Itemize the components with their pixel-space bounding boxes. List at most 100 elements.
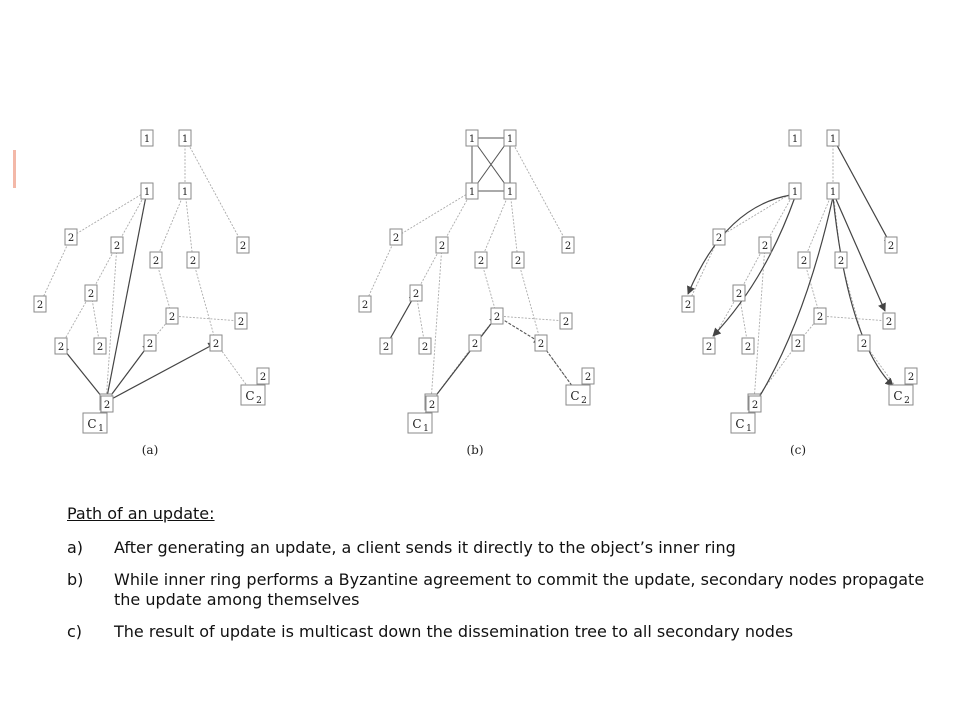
secondary-node: 2 bbox=[165, 307, 179, 325]
svg-text:C: C bbox=[245, 389, 254, 403]
tree-edge bbox=[184, 137, 244, 246]
propagation-arrow bbox=[430, 315, 498, 403]
svg-text:2: 2 bbox=[886, 317, 892, 328]
inner-ring-node: 1 bbox=[788, 129, 802, 147]
svg-text:C: C bbox=[893, 389, 902, 403]
svg-text:2: 2 bbox=[745, 342, 751, 353]
secondary-node: 2 bbox=[143, 334, 157, 352]
step-marker: c) bbox=[67, 622, 83, 641]
secondary-node: 2 bbox=[791, 334, 805, 352]
tree-edge bbox=[803, 259, 821, 317]
step-marker: a) bbox=[67, 538, 84, 557]
tree-edge bbox=[364, 236, 397, 305]
tree-edge bbox=[39, 236, 72, 305]
svg-text:2: 2 bbox=[494, 312, 500, 323]
multicast-arrow bbox=[712, 196, 796, 337]
caption-heading: Path of an update: bbox=[67, 504, 215, 523]
secondary-node: 2 bbox=[379, 337, 393, 355]
inner-ring-node: 1 bbox=[826, 129, 840, 147]
svg-text:2: 2 bbox=[190, 256, 196, 267]
svg-text:2: 2 bbox=[706, 342, 712, 353]
secondary-node: 2 bbox=[209, 334, 223, 352]
agreement-arrow bbox=[471, 137, 511, 192]
svg-text:1: 1 bbox=[144, 187, 150, 198]
secondary-node: 2 bbox=[511, 251, 525, 269]
svg-text:2: 2 bbox=[762, 241, 768, 252]
secondary-node: 2 bbox=[64, 228, 78, 246]
client-to-ring-arrow bbox=[105, 190, 150, 403]
secondary-node: 2 bbox=[186, 251, 200, 269]
multicast-arrow bbox=[832, 196, 894, 387]
svg-text:1: 1 bbox=[469, 134, 475, 145]
secondary-node: 2 bbox=[559, 312, 573, 330]
svg-text:2: 2 bbox=[752, 400, 758, 411]
tree-edge bbox=[480, 190, 511, 261]
tree-edge bbox=[803, 190, 834, 261]
secondary-node: 2 bbox=[358, 295, 372, 313]
svg-text:1: 1 bbox=[507, 187, 513, 198]
tree-edge bbox=[517, 259, 542, 344]
panel-c: 1111222222222222222C12C2(c) bbox=[681, 129, 918, 457]
tree-edge bbox=[496, 315, 567, 322]
tree-edge bbox=[687, 236, 720, 305]
svg-text:2: 2 bbox=[563, 317, 569, 328]
inner-ring-node: 1 bbox=[465, 182, 479, 200]
secondary-node: 2 bbox=[33, 295, 47, 313]
tree-edge bbox=[70, 190, 148, 238]
secondary-node: 2 bbox=[882, 312, 896, 330]
inner-ring-node: 1 bbox=[465, 129, 479, 147]
step-text: While inner ring performs a Byzantine ag… bbox=[114, 570, 925, 609]
multicast-arrow bbox=[750, 196, 834, 411]
secondary-node: 2 bbox=[149, 251, 163, 269]
inner-ring-node: 1 bbox=[826, 182, 840, 200]
svg-text:2: 2 bbox=[908, 372, 914, 383]
panel-label: (a) bbox=[142, 443, 159, 457]
step-marker: b) bbox=[67, 570, 84, 589]
svg-text:1: 1 bbox=[830, 187, 836, 198]
svg-text:2: 2 bbox=[413, 289, 419, 300]
secondary-node: 2 bbox=[236, 236, 250, 254]
secondary-node: 2 bbox=[834, 251, 848, 269]
svg-text:2: 2 bbox=[581, 396, 587, 406]
svg-text:2: 2 bbox=[685, 300, 691, 311]
svg-text:1: 1 bbox=[182, 187, 188, 198]
svg-text:2: 2 bbox=[736, 289, 742, 300]
panel-label: (b) bbox=[466, 443, 483, 457]
svg-text:2: 2 bbox=[88, 289, 94, 300]
tree-edge bbox=[718, 190, 796, 238]
svg-text:2: 2 bbox=[97, 342, 103, 353]
svg-text:1: 1 bbox=[507, 134, 513, 145]
secondary-node: 2 bbox=[490, 307, 504, 325]
svg-text:2: 2 bbox=[795, 339, 801, 350]
tree-edge bbox=[509, 190, 519, 261]
secondary-node: 2 bbox=[857, 334, 871, 352]
svg-text:1: 1 bbox=[792, 187, 798, 198]
tree-edge bbox=[753, 244, 766, 403]
secondary-node: 2 bbox=[474, 251, 488, 269]
svg-text:C: C bbox=[735, 417, 744, 431]
svg-text:2: 2 bbox=[538, 339, 544, 350]
svg-text:1: 1 bbox=[830, 134, 836, 145]
svg-text:C: C bbox=[87, 417, 96, 431]
multicast-arrow bbox=[687, 194, 792, 295]
svg-text:2: 2 bbox=[716, 233, 722, 244]
svg-text:2: 2 bbox=[439, 241, 445, 252]
svg-text:2: 2 bbox=[515, 256, 521, 267]
svg-text:2: 2 bbox=[153, 256, 159, 267]
step-a: a) After generating an update, a client … bbox=[67, 538, 927, 558]
client-to-secondary-arrow bbox=[60, 345, 107, 403]
svg-text:C: C bbox=[412, 417, 421, 431]
svg-text:1: 1 bbox=[469, 187, 475, 198]
svg-text:1: 1 bbox=[144, 134, 150, 145]
svg-text:2: 2 bbox=[256, 396, 262, 406]
multicast-arrow bbox=[834, 196, 886, 312]
secondary-node: 2 bbox=[256, 367, 270, 385]
svg-text:2: 2 bbox=[801, 256, 807, 267]
svg-text:2: 2 bbox=[478, 256, 484, 267]
secondary-node: 2 bbox=[741, 337, 755, 355]
secondary-node: 2 bbox=[93, 337, 107, 355]
secondary-node: 2 bbox=[581, 367, 595, 385]
svg-text:1: 1 bbox=[98, 424, 104, 434]
